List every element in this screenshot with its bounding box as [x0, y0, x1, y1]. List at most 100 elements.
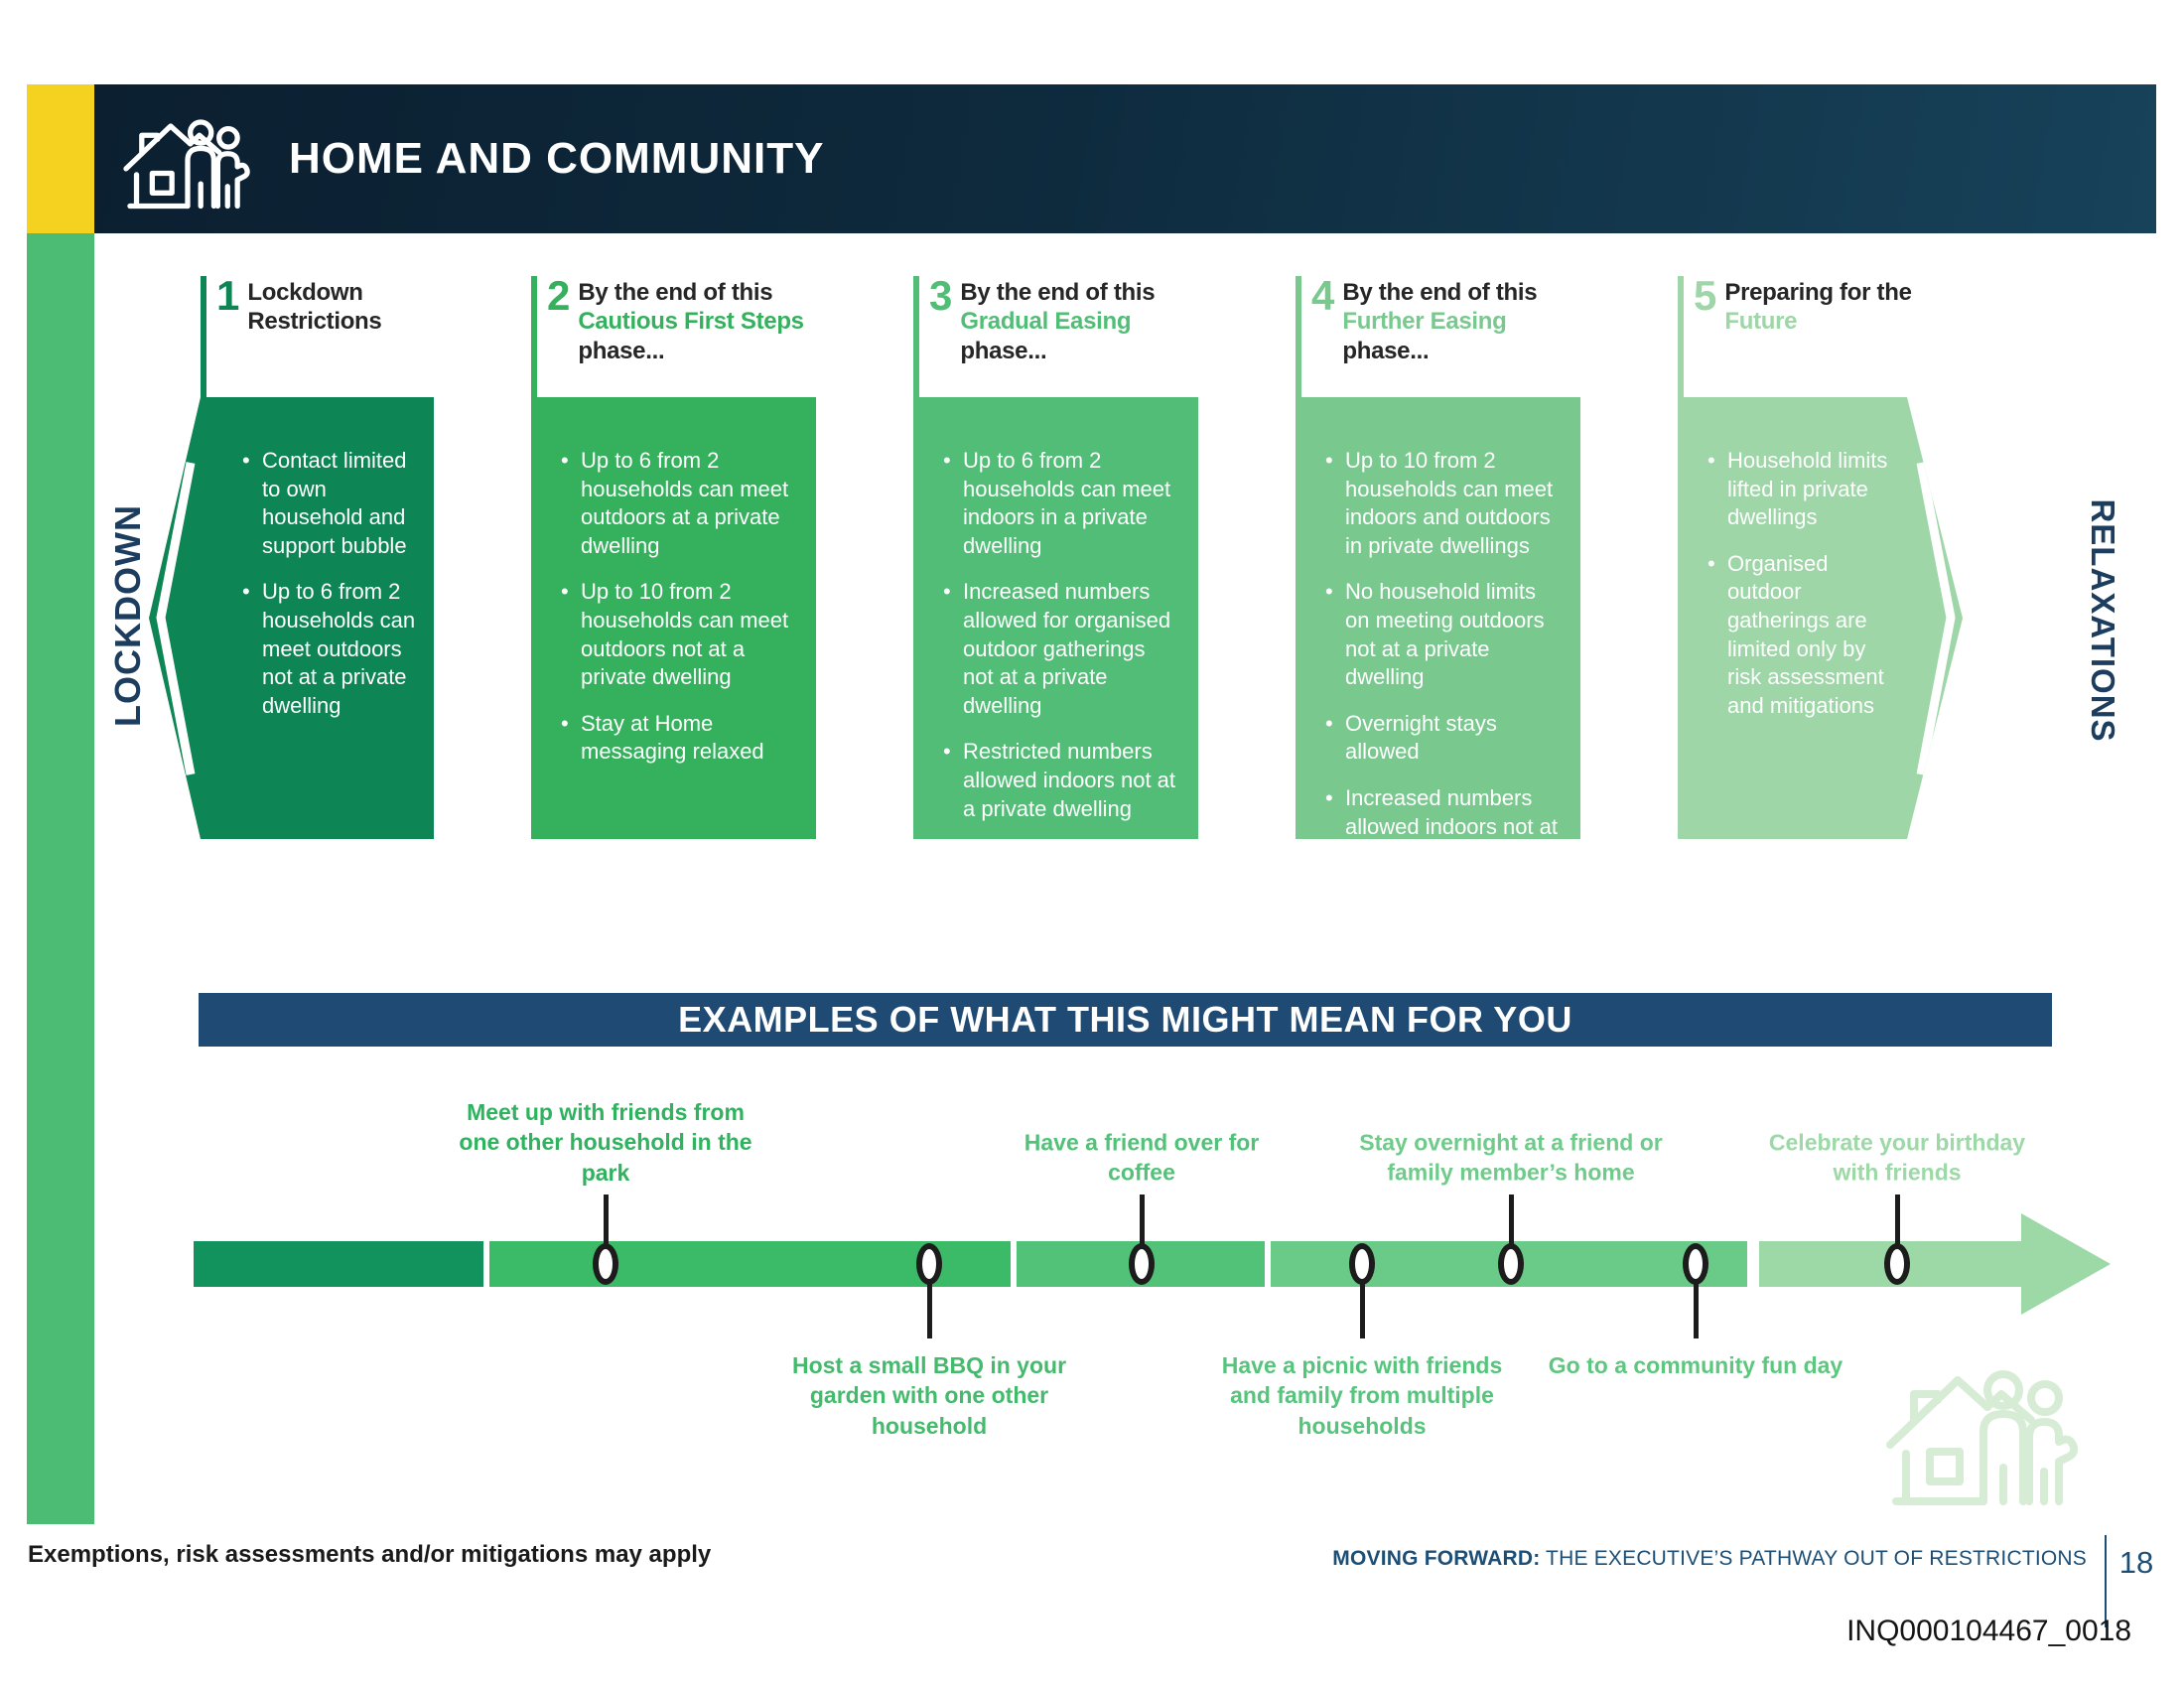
phase-3-header: 3 By the end of this Gradual Easing phas… [913, 272, 1198, 397]
bullet-item: Household limits lifted in private dwell… [1706, 447, 1893, 532]
timeline-event-label: Have a picnic with friends and family fr… [1221, 1352, 1503, 1439]
bullet-item: Increased numbers allowed for organised … [941, 578, 1178, 720]
timeline-event-dot [916, 1243, 942, 1285]
bullet-item: Up to 6 from 2 households can meet outdo… [240, 578, 422, 720]
footer-note: Exemptions, risk assessments and/or miti… [28, 1541, 712, 1568]
phase-title: Preparing for the Future [1724, 278, 1963, 397]
phase-title-text: phase... [960, 337, 1047, 364]
timeline-event-label: Meet up with friends from one other hous… [459, 1098, 752, 1186]
phase-title-text: Preparing for the [1724, 279, 1912, 306]
timeline-segment [194, 1241, 483, 1287]
phase-1-bullets: Contact limited to own household and sup… [240, 447, 422, 720]
phase-4-box: Up to 10 from 2 households can meet indo… [1296, 397, 1580, 867]
relaxations-side-label: RELAXATIONS [2085, 498, 2121, 743]
phase-title: By the end of this Cautious First Steps … [578, 278, 816, 397]
phase-number: 4 [1311, 272, 1335, 319]
bullet-item: Organised outdoor gatherings are limited… [1706, 550, 1893, 721]
house-people-watermark-icon [1884, 1350, 2083, 1509]
timeline-event-stem [1140, 1195, 1145, 1264]
timeline-event-label: Have a friend over for coffee [1024, 1129, 1260, 1186]
timeline-event-stem [1509, 1195, 1514, 1264]
bullet-item: Increased numbers allowed indoors not at… [1323, 784, 1561, 870]
phase-2-header: 2 By the end of this Cautious First Step… [531, 272, 816, 397]
phase-title: By the end of this Further Easing phase.… [1342, 278, 1580, 397]
timeline-event-stem [927, 1264, 932, 1338]
bullet-item: Stay at Home messaging relaxed [559, 710, 796, 767]
phase-column-1: 1 Lockdown Restrictions Contact limited … [149, 272, 434, 839]
bullet-item: Up to 10 from 2 households can meet outd… [559, 578, 796, 691]
phase-4-header: 4 By the end of this Further Easing phas… [1296, 272, 1580, 397]
footer-brand-bold: MOVING FORWARD: [1332, 1547, 1541, 1570]
phase-column-5: 5 Preparing for the Future Household lim… [1678, 272, 1963, 839]
timeline-event-stem [1895, 1195, 1900, 1264]
timeline-segment [1017, 1241, 1265, 1287]
phase-title-text: Lockdown Restrictions [247, 279, 382, 336]
examples-banner: EXAMPLES OF WHAT THIS MIGHT MEAN FOR YOU [199, 993, 2052, 1047]
bullet-item: Up to 6 from 2 households can meet indoo… [941, 447, 1178, 560]
timeline-event-dot [1349, 1243, 1375, 1285]
phase-1-box: Contact limited to own household and sup… [149, 397, 434, 839]
timeline-event-label: Host a small BBQ in your garden with one… [791, 1352, 1067, 1439]
phase-4-bullets: Up to 10 from 2 households can meet indo… [1323, 447, 1561, 870]
house-people-icon [122, 106, 253, 211]
timeline-event-label: Go to a community fun day [1548, 1352, 1843, 1378]
phase-title-highlight: Future [1724, 308, 1798, 336]
timeline-event-stem [1694, 1264, 1699, 1338]
phase-title: Lockdown Restrictions [247, 278, 434, 397]
phase-title-text: By the end of this [578, 279, 773, 306]
phase-number: 2 [547, 272, 571, 319]
footer-divider [2105, 1535, 2107, 1627]
phase-title-text: phase... [578, 337, 665, 364]
timeline-event-label: Celebrate your birthday with friends [1768, 1129, 2026, 1186]
phase-title: By the end of this Gradual Easing phase.… [960, 278, 1198, 397]
bullet-item: No household limits on meeting outdoors … [1323, 578, 1561, 691]
left-green-bar [27, 233, 94, 1524]
phase-title-highlight: Cautious First Steps [578, 308, 804, 336]
phase-number: 1 [216, 272, 240, 319]
timeline-event-stem [604, 1195, 609, 1264]
phase-number: 3 [929, 272, 953, 319]
bullet-item: Restricted numbers allowed indoors not a… [941, 738, 1178, 823]
phase-3-box: Up to 6 from 2 households can meet indoo… [913, 397, 1198, 839]
phase-title-text: phase... [1342, 337, 1430, 364]
timeline-event-stem [1360, 1264, 1365, 1338]
phase-number: 5 [1694, 272, 1717, 319]
phase-5-header: 5 Preparing for the Future [1678, 272, 1963, 397]
phase-3-bullets: Up to 6 from 2 households can meet indoo… [941, 447, 1178, 823]
timeline-event-dot [593, 1243, 618, 1285]
timeline-event-dot [1498, 1243, 1524, 1285]
timeline-segment [489, 1241, 1011, 1287]
phase-2-bullets: Up to 6 from 2 households can meet outdo… [559, 447, 796, 767]
phase-5-bullets: Household limits lifted in private dwell… [1706, 447, 1893, 720]
document-reference: INQ000104467_0018 [1846, 1615, 2131, 1647]
page-number: 18 [2118, 1545, 2154, 1580]
footer-brand-rest: THE EXECUTIVE’S PATHWAY OUT OF RESTRICTI… [1540, 1547, 2087, 1570]
phase-title-highlight: Gradual Easing [960, 308, 1132, 336]
header-bar: HOME AND COMMUNITY [94, 84, 2156, 233]
bullet-item: Contact limited to own household and sup… [240, 447, 422, 560]
page-title: HOME AND COMMUNITY [289, 134, 825, 183]
timeline-event-dot [1683, 1243, 1708, 1285]
phase-column-3: 3 By the end of this Gradual Easing phas… [913, 272, 1198, 839]
phase-column-4: 4 By the end of this Further Easing phas… [1296, 272, 1580, 867]
bullet-item: Up to 10 from 2 households can meet indo… [1323, 447, 1561, 560]
footer-brand: MOVING FORWARD: THE EXECUTIVE’S PATHWAY … [1332, 1547, 2087, 1571]
timeline-event-dot [1129, 1243, 1155, 1285]
bullet-item: Overnight stays allowed [1323, 710, 1561, 767]
timeline-arrowhead [2021, 1213, 2111, 1315]
phase-title-text: By the end of this [960, 279, 1156, 306]
timeline-event-dot [1884, 1243, 1910, 1285]
bullet-item: Up to 6 from 2 households can meet outdo… [559, 447, 796, 560]
phase-1-header: 1 Lockdown Restrictions [201, 272, 434, 397]
yellow-accent-block [27, 84, 94, 233]
phase-title-text: By the end of this [1342, 279, 1538, 306]
timeline-segment [1759, 1241, 2021, 1287]
phases-row: 1 Lockdown Restrictions Contact limited … [149, 272, 1963, 867]
phase-column-2: 2 By the end of this Cautious First Step… [531, 272, 816, 839]
timeline-segment [1271, 1241, 1747, 1287]
phase-2-box: Up to 6 from 2 households can meet outdo… [531, 397, 816, 839]
phase-5-box: Household limits lifted in private dwell… [1678, 397, 1963, 839]
phase-title-highlight: Further Easing [1342, 308, 1507, 336]
